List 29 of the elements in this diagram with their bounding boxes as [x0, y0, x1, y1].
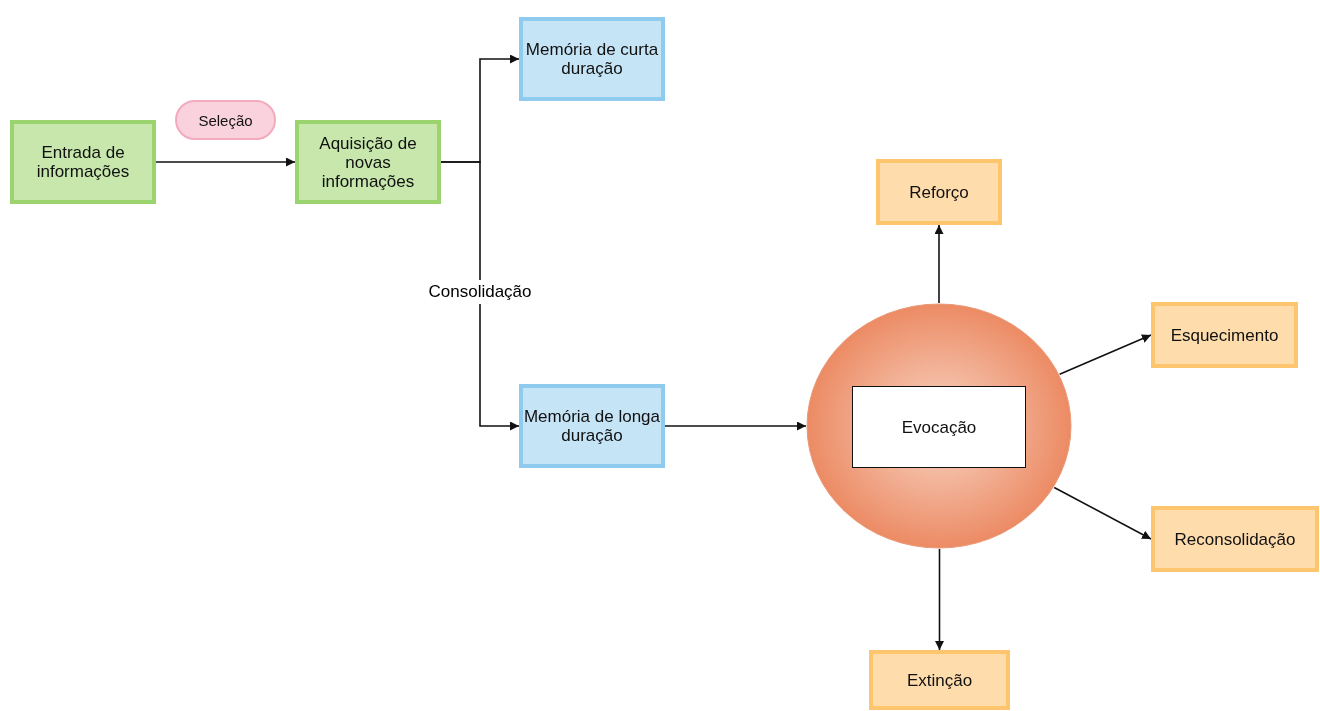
arrow — [155, 157, 296, 167]
node-label: Extinção — [906, 670, 973, 690]
node-label: Memória de longa duração — [523, 407, 661, 445]
outcome-box — [876, 159, 1002, 225]
arrow — [935, 548, 944, 651]
outcome-box — [1151, 302, 1298, 368]
selection-pill — [175, 100, 276, 140]
node-label: Aquisição de novas informações — [318, 133, 418, 191]
arrow — [664, 421, 807, 431]
node-label: Entrada de informações — [35, 143, 131, 181]
arrow — [934, 224, 944, 304]
node-label: Memória de curta duração — [524, 40, 660, 78]
node-label: Reconsolidação — [1174, 529, 1296, 549]
arrow — [440, 161, 520, 431]
node-label: Evocação — [901, 417, 977, 437]
outcome-box — [1151, 506, 1319, 572]
evocation-box — [852, 386, 1026, 468]
process-box — [295, 120, 441, 204]
edge-label: Consolidação — [426, 280, 534, 304]
arrow — [1058, 334, 1152, 376]
memory-box — [519, 384, 665, 468]
memory-box — [519, 17, 665, 101]
node-label: Reforço — [909, 182, 969, 202]
node-label: Esquecimento — [1170, 325, 1279, 345]
evocation-circle — [806, 303, 1072, 549]
arrow — [1053, 486, 1152, 540]
outcome-box — [869, 650, 1010, 710]
node-label: Seleção — [198, 110, 253, 130]
process-box — [10, 120, 156, 204]
